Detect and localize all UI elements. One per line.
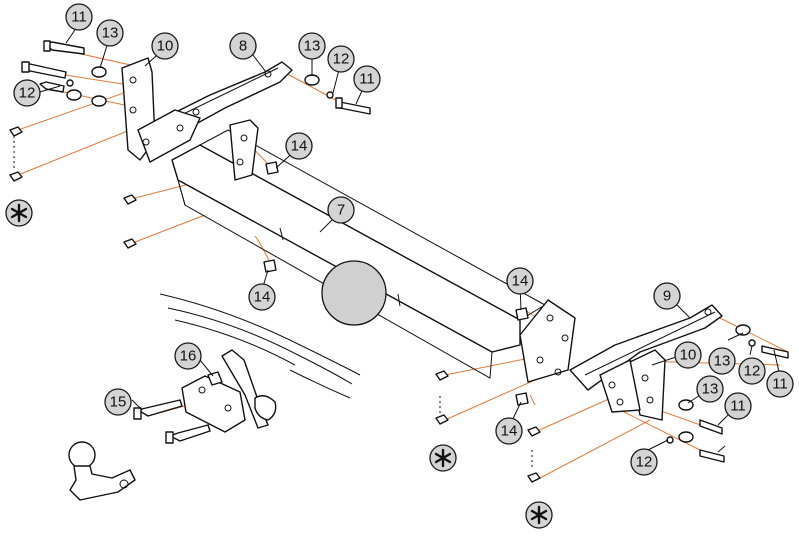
neck-mount-plate <box>181 349 277 433</box>
svg-text:12: 12 <box>19 85 36 102</box>
svg-text:14: 14 <box>512 273 529 290</box>
svg-text:7: 7 <box>337 202 345 219</box>
svg-text:10: 10 <box>157 38 174 55</box>
callout-12: 12 <box>13 79 41 107</box>
svg-text:16: 16 <box>180 348 197 365</box>
left-mount-plate-10 <box>121 57 201 163</box>
callouts: 11 13 10 12 8 13 12 11 14 7 14 14 14 9 1… <box>13 3 794 476</box>
callout-16: 16 <box>174 342 202 370</box>
svg-text:13: 13 <box>102 25 119 42</box>
callout-12: 12 <box>738 357 766 385</box>
callout-8: 8 <box>229 32 257 60</box>
svg-text:8: 8 <box>239 38 247 55</box>
callout-11: 11 <box>65 3 93 31</box>
svg-text:11: 11 <box>71 9 87 26</box>
callout-11: 11 <box>353 65 381 93</box>
svg-text:11: 11 <box>359 71 375 88</box>
callout-10: 10 <box>674 341 702 369</box>
callout-14: 14 <box>248 283 276 311</box>
callout-9: 9 <box>653 282 681 310</box>
svg-text:12: 12 <box>744 363 761 380</box>
svg-text:13: 13 <box>304 38 321 55</box>
callout-11: 11 <box>766 370 794 398</box>
callout-11: 11 <box>724 392 752 420</box>
callout-14: 14 <box>506 267 534 295</box>
right-mount-plate-10 <box>599 349 666 421</box>
svg-text:12: 12 <box>333 51 350 68</box>
svg-text:15: 15 <box>110 394 127 411</box>
hardware-fasteners <box>9 40 789 483</box>
asterisk-marker-mid <box>429 444 457 472</box>
callout-14: 14 <box>285 132 313 160</box>
asterisk-marker-left <box>5 199 33 227</box>
svg-text:14: 14 <box>254 289 271 306</box>
svg-text:12: 12 <box>636 454 653 471</box>
callout-10: 10 <box>151 32 179 60</box>
callout-13: 13 <box>298 32 326 60</box>
callout-13: 13 <box>708 347 736 375</box>
svg-text:14: 14 <box>501 423 518 440</box>
callout-15: 15 <box>104 388 132 416</box>
svg-text:10: 10 <box>680 347 697 364</box>
callout-14: 14 <box>495 417 523 445</box>
callout-12: 12 <box>630 448 658 476</box>
callout-12: 12 <box>327 45 355 73</box>
svg-text:11: 11 <box>772 376 788 393</box>
callout-7: 7 <box>327 196 355 224</box>
tow-ball-assembly <box>68 441 136 501</box>
callout-13: 13 <box>696 375 724 403</box>
asterisk-marker-bottom <box>525 501 553 529</box>
svg-text:11: 11 <box>730 398 746 415</box>
left-side-arm-8 <box>159 61 293 131</box>
callout-13: 13 <box>96 19 124 47</box>
svg-text:9: 9 <box>663 288 671 305</box>
crossbeam-7 <box>171 119 576 383</box>
svg-text:13: 13 <box>714 353 731 370</box>
svg-text:14: 14 <box>291 138 308 155</box>
ball-socket-marker <box>321 260 387 326</box>
tow-ball <box>68 441 96 469</box>
svg-text:13: 13 <box>702 381 719 398</box>
bumper-outline <box>159 293 361 399</box>
